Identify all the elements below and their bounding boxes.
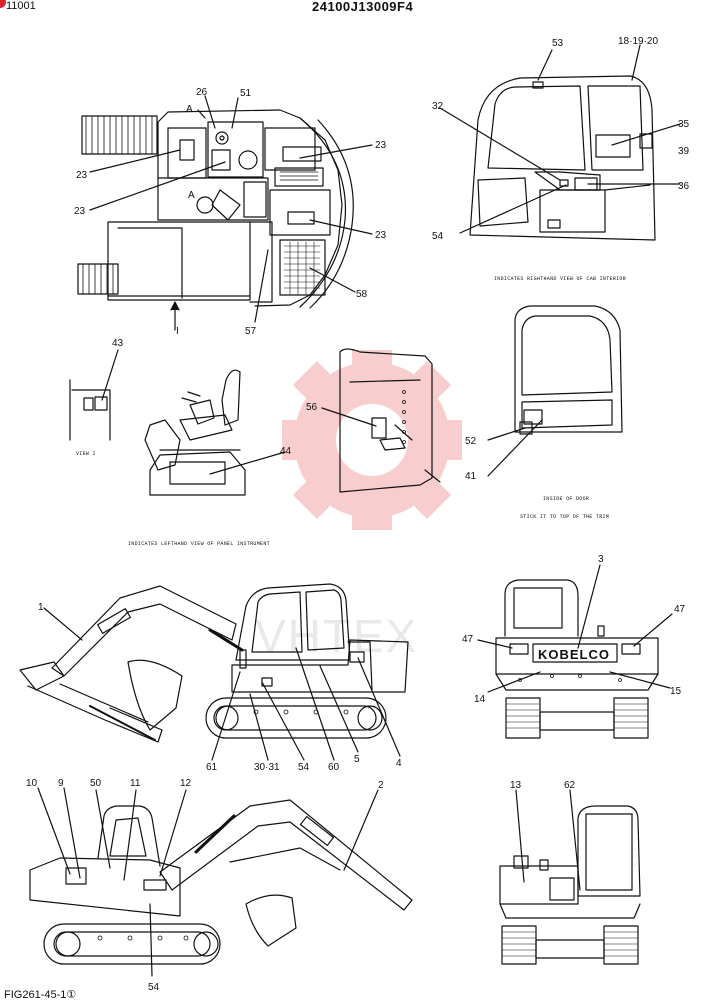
callout-12: 12 [180,778,192,789]
callout-18-19-20: 18·19·20 [618,36,658,47]
callout-54: 54 [148,982,160,993]
callout-53: 53 [552,38,564,49]
callout-23: 23 [76,170,88,181]
rear-view-drawing [477,564,673,739]
callout-26: 26 [196,87,208,98]
callout-13: 13 [510,780,522,791]
view-arrow-a: A [186,104,193,115]
callout-30-31: 30·31 [254,762,280,773]
callout-41: 41 [465,471,477,482]
callout-9: 9 [58,778,64,789]
panel-instrument-drawing [144,369,286,496]
side-panel-drawing [321,348,441,493]
callout-54: 54 [432,231,444,242]
callout-4: 4 [396,758,402,769]
callout-43: 43 [112,338,124,349]
callout-39: 39 [678,146,690,157]
view-i-drawing [69,349,119,441]
callout-47: 47 [674,604,686,615]
callout-44: 44 [280,446,292,457]
callout-47: 47 [462,634,474,645]
cab-interior-drawing [439,44,681,241]
callout-15: 15 [670,686,682,697]
caption-panel-instrument: INDICATES LEFTHAND VIEW OF PANEL INSTRUM… [128,541,270,547]
figure-reference: FIG261-45-1① [4,989,77,1001]
callout-52: 52 [465,436,477,447]
callout-1: 1 [38,602,44,613]
callout-60: 60 [328,762,340,773]
callout-56: 56 [306,402,318,413]
kobelco-logo: KOBELCO [538,647,610,662]
callout-51: 51 [240,88,252,99]
caption-stick-note: STICK IT TO TOP OF THE TRIM [520,514,609,520]
view-arrow-i: I [176,326,179,337]
callout-23: 23 [375,230,387,241]
right-side-view-drawing [29,787,413,977]
caption-cab-interior: INDICATES RIGHTHAND VIEW OF CAB INTERIOR [494,276,626,282]
callout-10: 10 [26,778,38,789]
callout-35: 35 [678,119,690,130]
callout-32: 32 [432,101,444,112]
top-view-drawing [77,95,373,331]
callout-54: 54 [298,762,310,773]
caption-view-i: VIEW I [76,451,96,457]
callout-62: 62 [564,780,576,791]
view-arrow-a: A [188,190,195,201]
callout-58: 58 [356,289,368,300]
caption-inside-door: INSIDE OF DOOR [543,496,589,502]
callout-50: 50 [90,778,102,789]
callout-labels: 23 23 23 23 26 51 58 57 A A I 53 18·19·2… [26,36,690,993]
drawing-number: 24100J13009F4 [312,0,414,14]
callout-2: 2 [378,780,384,791]
callout-3: 3 [598,554,604,565]
callout-23: 23 [375,140,387,151]
front-view-drawing [499,789,641,965]
callout-36: 36 [678,181,690,192]
callout-61: 61 [206,762,218,773]
callout-11: 11 [130,778,141,789]
door-drawing [487,305,623,477]
corner-mark [0,0,6,8]
header-left-code: 11001 [6,0,36,12]
callout-57: 57 [245,326,257,337]
left-side-view-drawing [19,583,409,761]
watermark-text: VHTEX [255,610,418,662]
callout-5: 5 [354,754,360,765]
callout-23: 23 [74,206,86,217]
callout-14: 14 [474,694,486,705]
